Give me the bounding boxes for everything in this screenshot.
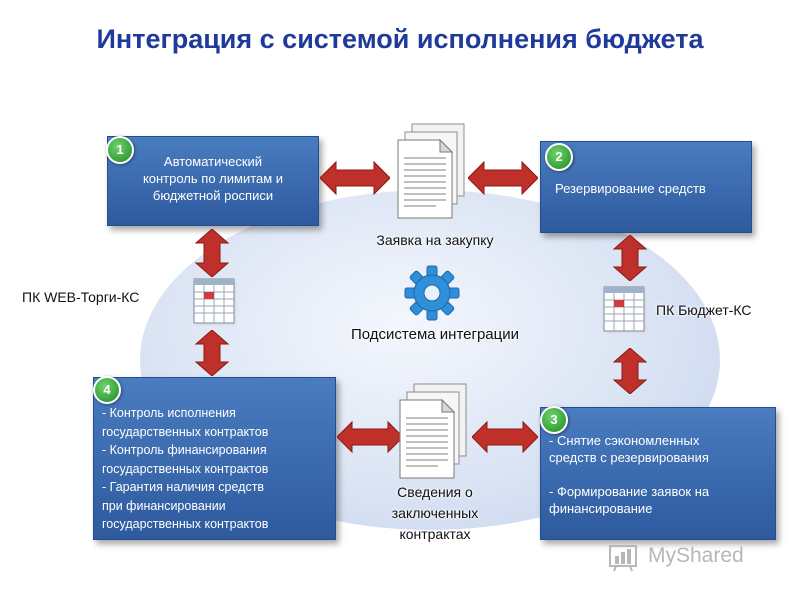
box-limit-control: Автоматический контроль по лимитам и бюд… xyxy=(107,136,319,226)
bar-chart-icon xyxy=(609,545,637,572)
badge-1: 1 xyxy=(106,136,134,164)
page-title: Интеграция с системой исполнения бюджета xyxy=(96,24,704,54)
gear-icon xyxy=(404,265,460,321)
spreadsheet-icon xyxy=(193,278,237,326)
label-integration-subsystem: Подсистема интеграции xyxy=(350,326,519,343)
badge-2: 2 xyxy=(545,143,573,171)
document-stack-icon xyxy=(397,123,465,219)
badge-4: 4 xyxy=(93,376,121,404)
box-reservation-text: Резервирование средств xyxy=(555,181,706,196)
watermark-text: MyShared xyxy=(648,544,744,567)
spreadsheet-icon xyxy=(603,286,647,334)
double-arrow-icon xyxy=(472,420,538,454)
box-limit-control-text: Автоматический контроль по лимитам и бюд… xyxy=(142,154,284,203)
double-arrow-icon xyxy=(612,348,648,394)
label-contracts-info: Сведения о заключенных контрактах xyxy=(391,484,479,542)
double-arrow-icon xyxy=(612,235,648,281)
double-arrow-icon xyxy=(194,330,230,376)
box-contract-control-text: - Контроль исполнения государственных ко… xyxy=(102,406,269,531)
watermark-logo: MyShared xyxy=(608,540,788,572)
box-contract-control: - Контроль исполнения государственных ко… xyxy=(93,377,336,540)
box-savings-financing-text: - Снятие сэкономленных средств с резерви… xyxy=(549,433,710,516)
double-arrow-icon xyxy=(194,229,230,277)
badge-3: 3 xyxy=(540,406,568,434)
label-pk-web-torgi: ПК WEB-Торги-КС xyxy=(22,289,140,305)
box-reservation: Резервирование средств xyxy=(540,141,752,233)
label-purchase-request: Заявка на закупку xyxy=(376,232,494,248)
double-arrow-icon xyxy=(320,160,390,196)
double-arrow-icon xyxy=(337,420,403,454)
box-savings-financing: - Снятие сэкономленных средств с резерви… xyxy=(540,407,776,540)
document-stack-icon xyxy=(399,383,467,479)
double-arrow-icon xyxy=(468,160,538,196)
label-pk-budget: ПК Бюджет-КС xyxy=(656,302,752,318)
